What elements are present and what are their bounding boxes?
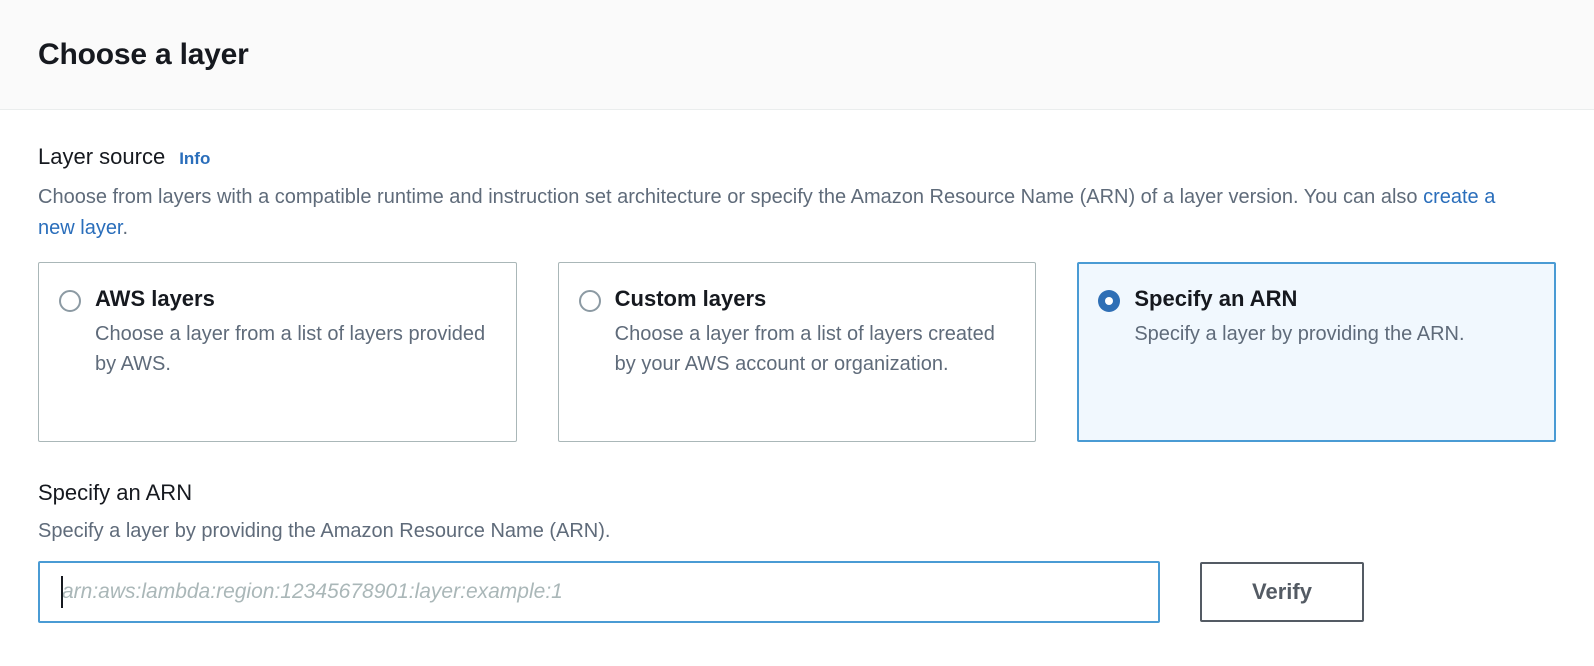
modal-body: Layer source Info Choose from layers wit… xyxy=(0,110,1594,623)
radio-tile-description: Specify a layer by providing the ARN. xyxy=(1134,322,1465,345)
create-a-new-layer-link[interactable]: create a new layer xyxy=(38,186,1496,240)
radio-tile-title: AWS layers xyxy=(95,286,215,312)
radio-tile-text: Custom layers Choose a layer from a list… xyxy=(615,285,1015,379)
radio-tile-description: Choose a layer from a list of layers pro… xyxy=(95,322,486,375)
layer-source-description-part1: Choose from layers with a compatible run… xyxy=(38,186,1424,209)
layer-source-description-part2: . xyxy=(122,217,129,240)
radio-tile-description: Choose a layer from a list of layers cre… xyxy=(614,322,995,375)
radio-icon-custom-layers[interactable] xyxy=(578,290,601,313)
arn-input[interactable] xyxy=(38,560,1160,623)
radio-tile-custom-layers[interactable]: Custom layers Choose a layer from a list… xyxy=(557,262,1037,443)
radio-tile-title: Specify an ARN xyxy=(1134,286,1298,312)
arn-section-title: Specify an ARN xyxy=(38,480,193,506)
radio-tile-text: Specify an ARN Specify a layer by provid… xyxy=(1134,285,1464,349)
arn-section: Specify an ARN Specify a layer by provid… xyxy=(38,480,1556,623)
radio-tile-title: Custom layers xyxy=(614,286,767,312)
radio-tile-text: AWS layers Choose a layer from a list of… xyxy=(95,285,495,379)
radio-icon-specify-an-arn[interactable] xyxy=(1098,290,1121,313)
text-caret xyxy=(61,575,63,608)
radio-icon-aws-layers[interactable] xyxy=(59,290,81,313)
layer-source-label-row: Layer source Info xyxy=(38,144,1556,170)
page-title: Choose a layer xyxy=(38,38,249,71)
layer-source-description: Choose from layers with a compatible run… xyxy=(38,182,1518,244)
info-link[interactable]: Info xyxy=(179,149,211,168)
arn-input-wrapper xyxy=(38,560,1160,623)
arn-section-description: Specify a layer by providing the Amazon … xyxy=(38,519,611,542)
arn-input-row: Verify xyxy=(38,560,1556,623)
layer-source-options: AWS layers Choose a layer from a list of… xyxy=(38,262,1557,443)
verify-button[interactable]: Verify xyxy=(1200,561,1364,622)
layer-source-label: Layer source xyxy=(38,144,166,169)
radio-tile-aws-layers[interactable]: AWS layers Choose a layer from a list of… xyxy=(38,262,517,443)
radio-tile-specify-an-arn[interactable]: Specify an ARN Specify a layer by provid… xyxy=(1077,262,1557,443)
modal-header: Choose a layer xyxy=(0,0,1594,110)
